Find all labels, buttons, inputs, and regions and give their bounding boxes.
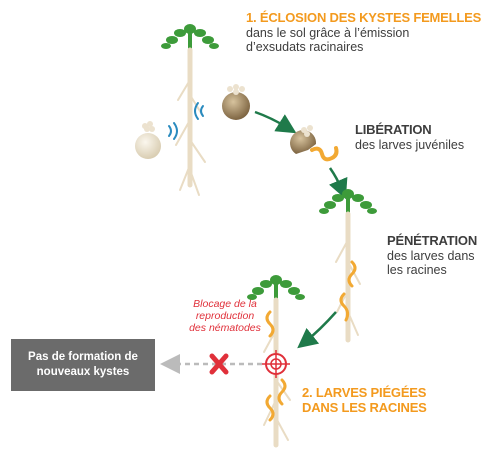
blocking-line-3: des nématodes [189,321,261,334]
larva-icon [265,310,275,338]
cyst-brown-icon [222,84,250,120]
step-penetration-title: PÉNÉTRATION [387,233,478,248]
root-icon [175,47,206,196]
larva-icon [347,260,357,288]
root-icon [335,211,361,343]
step-penetration-desc-2: les racines [387,262,447,277]
blocking-label: Blocage de la reproduction des nématodes [170,298,280,334]
step-hatching-desc-2: d’exsudats racinaires [246,39,364,54]
leaves-icon [319,189,377,215]
step-trapped-title-2: DANS LES RACINES [302,399,427,415]
step-release-desc: des larves juvéniles [355,137,465,152]
arrow-1 [254,110,297,134]
outcome-box: Pas de formation de nouveaux kystes [11,339,155,391]
blocking-line-2: reproduction [195,309,255,322]
leaves-icon [161,24,219,52]
larva-icon [310,146,339,162]
plant-1 [161,24,219,196]
blocking-line-1: Blocage de la [193,298,257,310]
step-release: LIBÉRATION des larves juvéniles [355,122,465,152]
cyst-white-icon [135,121,161,159]
block-x-icon [209,353,229,375]
step-trapped: 2. LARVES PIÉGÉES DANS LES RACINES [302,385,427,415]
arrow-3 [297,311,337,349]
larva-icon [265,394,275,422]
arrow-2 [328,167,348,200]
leaves-icon [247,275,305,301]
step-hatching: 1. ÉCLOSION DES KYSTES FEMELLES dans le … [246,10,482,54]
target-icon [262,350,290,378]
step-penetration: PÉNÉTRATION des larves dans les racines [387,233,478,277]
step-hatching-desc-1: dans le sol grâce à l’émission [246,25,410,40]
cyst-hatching-icon [290,125,339,162]
step-penetration-desc-1: des larves dans [387,248,475,263]
step-release-title: LIBÉRATION [355,122,432,137]
outcome-line-2: nouveaux kystes [36,366,130,378]
step-hatching-title: 1. ÉCLOSION DES KYSTES FEMELLES [246,10,482,25]
outcome-line-1: Pas de formation de [28,351,138,364]
plant-2 [319,189,377,343]
larva-icon [277,378,287,406]
signal-waves-icon [168,102,204,140]
step-trapped-title-1: 2. LARVES PIÉGÉES [302,385,427,400]
larva-icon [339,292,350,322]
